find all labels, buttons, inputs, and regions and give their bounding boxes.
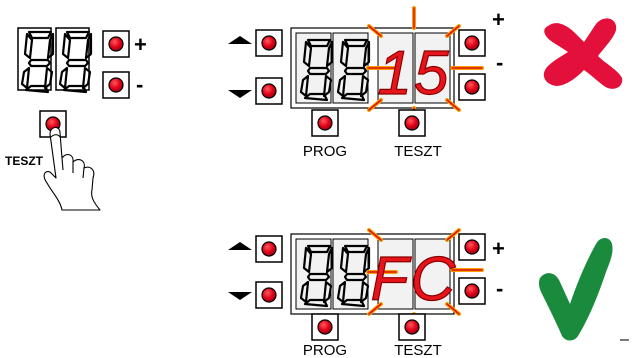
arrow-down-icon [228, 292, 252, 300]
led-icon [261, 241, 277, 257]
green-check-icon [538, 238, 613, 341]
top-display-digit-4 [414, 32, 451, 104]
arrow-up-icon [228, 36, 252, 44]
bottom-prog-button[interactable] [311, 313, 339, 341]
led-icon [404, 319, 420, 335]
led-icon [464, 79, 480, 95]
led-icon [108, 36, 124, 52]
bottom-minus-label: - [496, 276, 503, 301]
led-icon [317, 115, 333, 131]
red-cross-icon [543, 18, 623, 89]
left-plus-label: + [134, 32, 147, 57]
trailing-mark: – [620, 331, 629, 348]
top-test-label: TESZT [394, 143, 442, 160]
bottom-panel: FC + - PROG TESZT – [228, 228, 629, 358]
top-display-value: 15 [378, 39, 451, 108]
led-icon [464, 283, 480, 299]
top-plus-label: + [492, 7, 505, 32]
bottom-display-digit-4 [414, 238, 451, 310]
led-icon [261, 35, 277, 51]
led-icon [261, 287, 277, 303]
led-icon [317, 319, 333, 335]
bottom-display-value: FC [371, 245, 458, 314]
left-test-label: TESZT [5, 154, 44, 168]
led-icon [464, 239, 480, 255]
bottom-test-label: TESZT [394, 342, 442, 358]
led-icon [404, 115, 420, 131]
top-test-button[interactable] [398, 109, 426, 137]
arrow-down-icon [228, 90, 252, 98]
top-minus-label: - [496, 50, 503, 75]
arrow-up-icon [228, 242, 252, 250]
pointing-finger-icon [43, 126, 101, 211]
left-panel: + - TESZT [5, 27, 147, 211]
left-minus-label: - [136, 72, 143, 97]
bottom-plus-label: + [492, 236, 505, 261]
led-icon [464, 35, 480, 51]
top-prog-label: PROG [303, 143, 347, 160]
bottom-prog-label: PROG [303, 342, 347, 358]
top-panel: 15 + - PROG TESZT [228, 6, 623, 160]
led-icon [108, 77, 124, 93]
led-icon [261, 83, 277, 99]
